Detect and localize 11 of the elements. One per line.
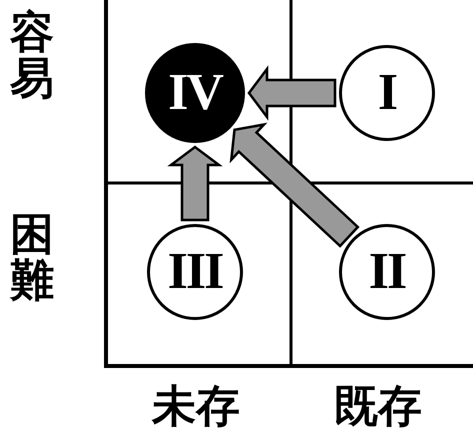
block-arrow — [230, 122, 360, 248]
roman-numeral: I — [378, 67, 396, 119]
block-arrow — [247, 65, 336, 121]
axis-label: 容易 — [10, 10, 54, 102]
block-arrow — [167, 145, 223, 222]
roman-numeral: II — [368, 246, 406, 298]
roman-numeral: III — [168, 246, 222, 298]
axis-label: 既存 — [334, 384, 422, 430]
roman-numeral: IV — [168, 67, 222, 119]
axis-label: 未存 — [152, 384, 240, 430]
axis-label: 困難 — [10, 212, 54, 304]
